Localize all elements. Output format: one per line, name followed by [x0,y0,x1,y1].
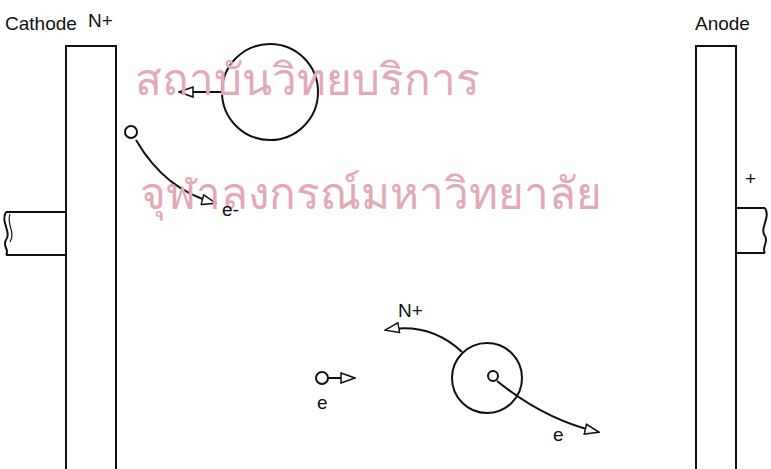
ion-label: N+ [88,10,113,32]
polarity-sign: + [745,168,756,190]
electron-motion-arrow [328,377,354,379]
atom-circle [452,343,522,413]
anode-shaft [736,208,767,253]
watermark: สถาบันวิทยบริการ [135,44,480,114]
electron-path [497,381,598,432]
watermark: จุฬาลงกรณ์มหาวิทยาลัย [140,158,602,228]
electrode-label: Anode [695,13,750,35]
ion-label: N+ [398,300,423,322]
electron [125,126,137,138]
electron-label: e [553,424,564,446]
electron [316,372,328,384]
electrode-label: Cathode [5,13,77,35]
bound-electron [488,371,498,381]
cathode-shaft [4,212,66,255]
cathode-plate: Cathode [65,45,117,469]
electron-label: e [317,392,328,414]
electron-label: e- [222,199,239,221]
ion-path [386,328,462,352]
anode-plate: Anode [695,45,737,469]
